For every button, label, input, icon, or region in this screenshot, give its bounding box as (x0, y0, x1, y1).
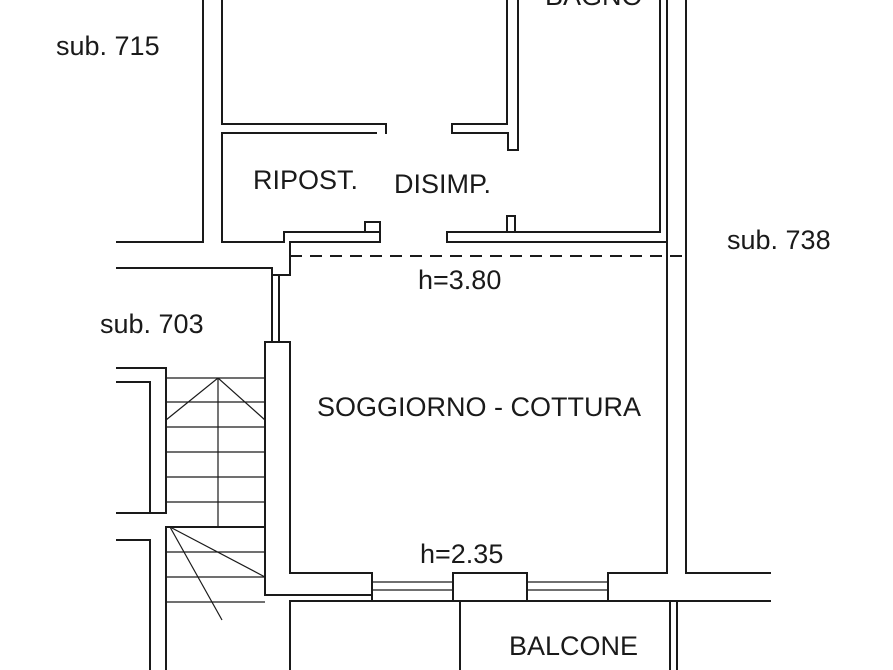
neighbor-label-sub-715: sub. 715 (56, 31, 160, 61)
room-label-soggiorno-cottura: SOGGIORNO - COTTURA (317, 392, 641, 422)
room-label-disimpegno: DISIMP. (394, 169, 491, 199)
outer-walls (116, 0, 771, 596)
neighbor-label-sub-738: sub. 738 (727, 225, 831, 255)
height-label-lower: h=2.35 (420, 539, 503, 569)
room-label-bagno: BAGNO (545, 0, 643, 11)
height-label-upper: h=3.80 (418, 265, 501, 295)
bottom-wall (264, 572, 771, 670)
neighbor-label-sub-703: sub. 703 (100, 309, 204, 339)
room-label-balcone: BALCONE (509, 631, 638, 661)
staircase (116, 367, 266, 670)
room-label-ripostiglio: RIPOST. (253, 165, 358, 195)
upper-walls (116, 0, 668, 243)
